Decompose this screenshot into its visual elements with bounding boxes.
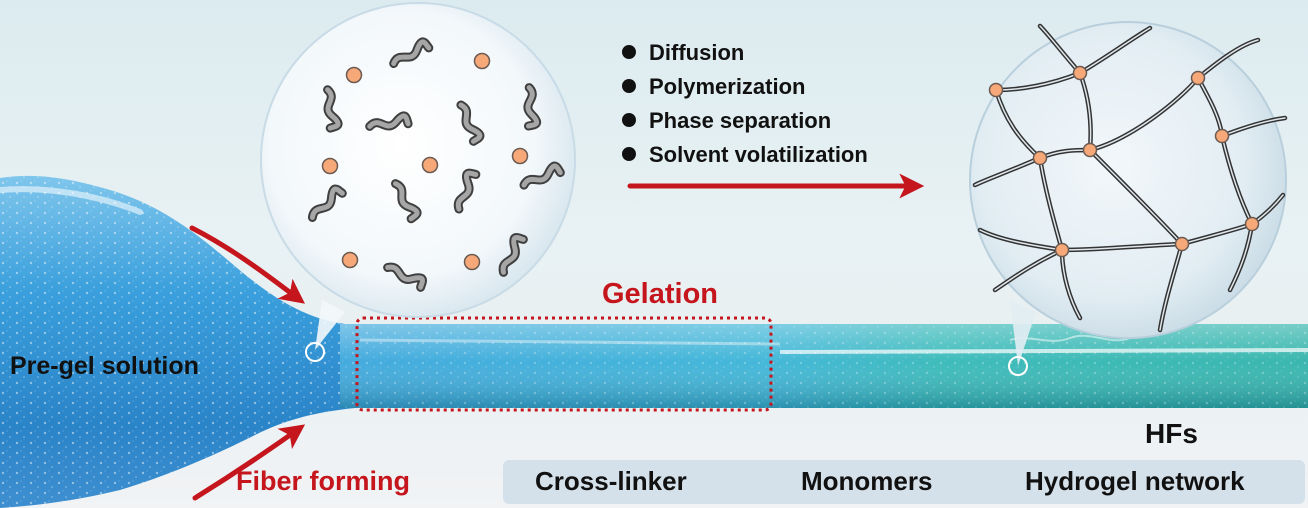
gelation-box: [355, 316, 773, 412]
process-step: Diffusion: [622, 40, 744, 66]
cross-linker-dots: [321, 52, 529, 271]
network-magnification-bubble: [969, 21, 1288, 376]
network-cross-links: [988, 65, 1260, 258]
legend: Cross-linker Monomers Hydrogel network: [503, 460, 1305, 504]
bullet-icon: [622, 79, 636, 93]
bullet-icon: [622, 45, 636, 59]
gelation-label: Gelation: [602, 278, 719, 310]
legend-monomers: Monomers: [801, 466, 933, 496]
bullet-icon: [622, 113, 636, 127]
hfs-label: HFs: [1145, 418, 1198, 449]
lower-inflow-arrow: [192, 424, 306, 501]
legend-hydrogel-network: Hydrogel network: [1025, 466, 1245, 496]
process-step: Solvent volatilization: [622, 142, 868, 168]
monomer-magnification-bubble: [260, 2, 576, 362]
hydrogel-fiber: [340, 324, 1308, 408]
bullet-icon: [622, 147, 636, 161]
pre-gel-solution-label: Pre-gel solution: [10, 352, 199, 380]
pre-gel-solution-blob: [0, 175, 355, 508]
process-step: Phase separation: [622, 108, 831, 134]
upper-inflow-arrow: [189, 225, 305, 304]
process-step: Polymerization: [622, 74, 805, 100]
legend-cross-linker: Cross-linker: [535, 466, 687, 496]
fiber-forming-label: Fiber forming: [236, 466, 410, 496]
